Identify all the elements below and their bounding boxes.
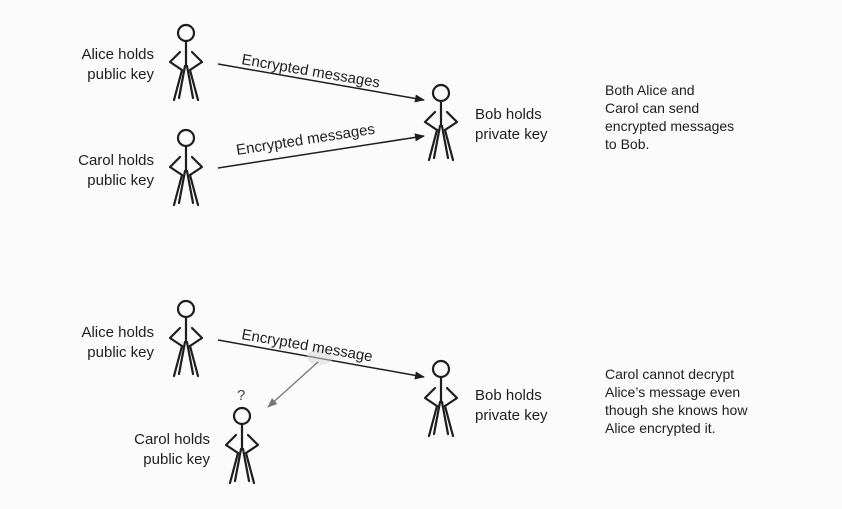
note-top-line1: Both Alice and: [605, 82, 695, 98]
label-alice-top: Alice holds public key: [58, 45, 154, 85]
note-top: Both Alice and Carol can send encrypted …: [605, 81, 734, 153]
arrow-alice-to-bob-top: [217, 63, 425, 103]
question-mark: ?: [237, 387, 245, 404]
person-icon-alice-top: [168, 23, 204, 102]
note-top-line3: encrypted messages: [605, 118, 735, 134]
note-top-line2: Carol can send: [605, 100, 700, 116]
label-carol-top-line1: Carol holds: [78, 152, 154, 169]
note-top-line4: to Bob.: [605, 136, 650, 152]
arrow-intercept-to-carol: [267, 361, 319, 408]
intercept-point: [307, 349, 333, 365]
label-bob-top-line1: Bob holds: [475, 106, 542, 123]
label-alice-top-line1: Alice holds: [81, 46, 154, 63]
label-bob-top-line2: private key: [475, 126, 548, 143]
label-carol-top: Carol holds public key: [58, 151, 154, 191]
label-carol-bottom-line1: Carol holds: [134, 431, 210, 448]
label-bob-bottom-line1: Bob holds: [475, 387, 542, 404]
label-bob-bottom: Bob holds private key: [475, 386, 548, 426]
label-bob-bottom-line2: private key: [475, 407, 548, 424]
person-icon-carol-bottom: [224, 406, 260, 485]
label-carol-top-line2: public key: [87, 172, 154, 189]
label-bob-top: Bob holds private key: [475, 105, 548, 145]
arrow-carol-to-bob-top: [217, 133, 425, 169]
label-alice-bottom: Alice holds public key: [58, 323, 154, 363]
note-bottom: Carol cannot decrypt Alice’s message eve…: [605, 365, 747, 437]
arrow-label-alice-bottom: Encrypted message: [240, 326, 374, 365]
note-bottom-line3: though she knows how: [605, 402, 748, 418]
label-carol-bottom: Carol holds public key: [114, 430, 210, 470]
label-alice-bottom-line1: Alice holds: [81, 324, 154, 341]
note-bottom-line4: Alice encrypted it.: [605, 420, 716, 436]
label-alice-top-line2: public key: [87, 66, 154, 83]
note-bottom-line2: Alice’s message even: [605, 384, 741, 400]
arrow-label-alice-top: Encrypted messages: [240, 51, 381, 91]
person-icon-bob-bottom: [423, 359, 459, 438]
note-bottom-line1: Carol cannot decrypt: [605, 366, 735, 382]
person-icon-alice-bottom: [168, 299, 204, 378]
arrow-label-carol-top: Encrypted messages: [235, 121, 376, 159]
person-icon-carol-top: [168, 128, 204, 207]
label-carol-bottom-line2: public key: [143, 451, 210, 468]
label-alice-bottom-line2: public key: [87, 344, 154, 361]
person-icon-bob-top: [423, 83, 459, 162]
